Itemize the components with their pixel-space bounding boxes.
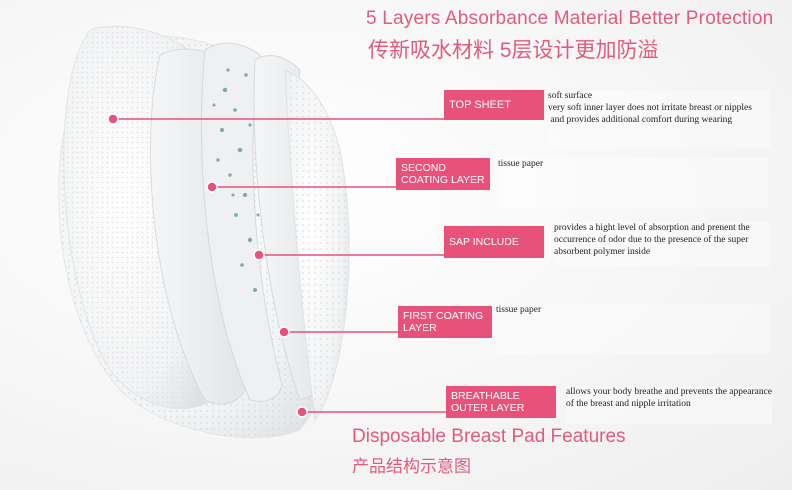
desc-line: absorbent polymer inside	[554, 247, 651, 257]
desc-line: allows your body breathe and prevents th…	[566, 387, 773, 397]
desc-line: of the breast and nipple irritation	[566, 399, 691, 409]
tag-breathable-outer: BREATHABLE OUTER LAYER	[446, 386, 556, 418]
desc-line: tissue paper	[498, 159, 544, 169]
desc-sap-include: provides a hight level of absorption and…	[554, 222, 770, 266]
marker-sap	[253, 249, 265, 261]
title-chinese: 传新吸水材料 5层设计更加防溢	[368, 39, 659, 62]
footer-title-chinese: 产品结构示意图	[352, 457, 471, 476]
desc-first-coating: tissue paper	[496, 304, 770, 354]
desc-breathable-outer: allows your body breathe and prevents th…	[566, 386, 772, 424]
footer-title-english: Disposable Breast Pad Features	[352, 426, 626, 447]
desc-second-coating: tissue paper	[498, 158, 768, 208]
desc-line: provides a hight level of absorption and…	[554, 223, 750, 233]
title-english: 5 Layers Absorbance Material Better Prot…	[366, 8, 774, 29]
tag-sap-include: SAP INCLUDE	[444, 226, 544, 258]
tag-top-sheet: TOP SHEET	[444, 90, 544, 120]
tag-first-coating: FIRST COATING LAYER	[398, 306, 492, 338]
tag-second-coating: SECOND COATING LAYER	[396, 158, 490, 190]
desc-line: very soft inner layer does not irritate …	[548, 103, 752, 113]
desc-line: occurrence of odor due to the presence o…	[554, 235, 749, 245]
sap-core-shape	[200, 42, 283, 402]
desc-top-sheet: soft surface very soft inner layer does …	[548, 90, 770, 148]
marker-breathable	[296, 406, 308, 418]
marker-top-sheet	[107, 113, 119, 125]
desc-line: and provides additional comfort during w…	[548, 115, 733, 125]
marker-first-coating	[278, 326, 290, 338]
marker-second-coating	[206, 181, 218, 193]
desc-line: soft surface	[548, 91, 593, 101]
desc-line: tissue paper	[496, 305, 542, 315]
